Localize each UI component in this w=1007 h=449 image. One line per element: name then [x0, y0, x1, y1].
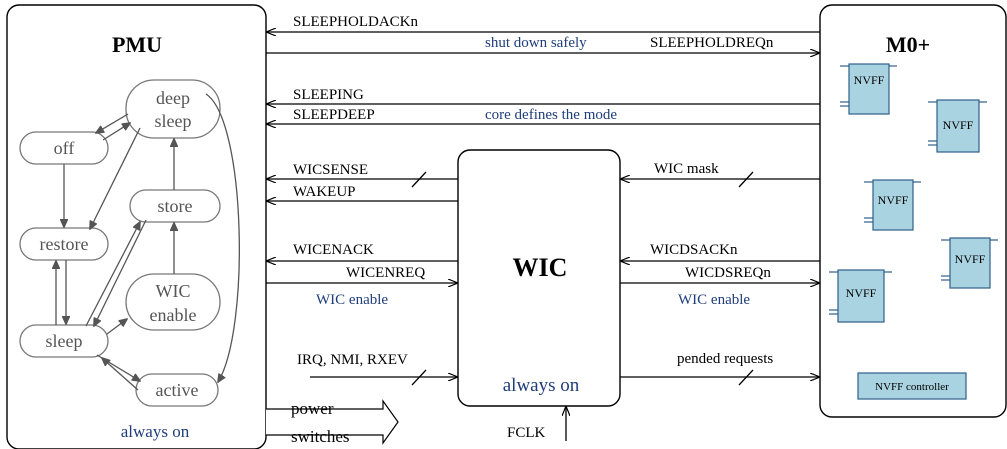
transition-deepsleep-to-active	[205, 93, 240, 382]
state-wic-enable-line2: enable	[150, 305, 197, 325]
wic-mask-label: WIC mask	[654, 161, 719, 177]
sleephold-signals: SLEEPHOLDACKn shut down safely SLEEPHOLD…	[266, 14, 820, 53]
transition-deepsleep-to-restore	[90, 127, 141, 229]
wakeup-label: WAKEUP	[293, 184, 356, 200]
transition-sleep-to-store	[85, 222, 140, 327]
nvff-cell: NVFF	[941, 237, 998, 289]
nvff-controller: NVFF controller	[857, 372, 967, 400]
nvff-label: NVFF	[846, 286, 877, 300]
state-deep-sleep-line2: sleep	[155, 111, 192, 131]
wicsense-label: WICSENSE	[293, 162, 368, 178]
core-defines-mode-label: core defines the mode	[485, 107, 617, 123]
wic-enable-left-label: WIC enable	[316, 292, 388, 308]
sleepholdackn-label: SLEEPHOLDACKn	[293, 14, 419, 30]
wic-always-on: always on	[503, 375, 580, 396]
transition-active-to-sleep	[102, 358, 139, 391]
irq-nmi-rxev-label: IRQ, NMI, RXEV	[297, 352, 408, 368]
state-wic-enable: WIC enable	[125, 273, 221, 331]
state-deep-sleep-line1: deep	[156, 88, 190, 108]
switches-label: switches	[291, 427, 350, 446]
state-transitions	[56, 93, 240, 391]
nvff-label: NVFF	[854, 73, 885, 87]
state-wic-enable-line1: WIC	[156, 281, 191, 301]
wic-to-pmu-signals: WICSENSE WAKEUP WICENACK WICENREQ WIC en…	[266, 162, 458, 308]
state-store-label: store	[158, 196, 193, 216]
state-off-label: off	[54, 138, 75, 158]
state-active-label: active	[156, 380, 199, 400]
pmu-box	[6, 4, 267, 449]
wic-title: WIC	[513, 253, 568, 282]
transition-deepsleep-to-off	[96, 113, 129, 133]
pended-requests-bus-slash	[738, 369, 754, 386]
nvff-cell: NVFF	[928, 99, 987, 153]
transition-store-to-sleep	[94, 219, 147, 326]
sleep-mode-signals: SLEEPING SLEEPDEEP core defines the mode	[267, 87, 820, 124]
sleepdeep-label: SLEEPDEEP	[293, 107, 375, 123]
nvff-label: NVFF	[955, 252, 986, 266]
nvff-cell: NVFF	[840, 63, 897, 115]
state-restore-label: restore	[40, 234, 89, 254]
state-deep-sleep: deep sleep	[125, 79, 221, 139]
m0plus-title: M0+	[886, 32, 930, 57]
nvff-label: NVFF	[878, 193, 909, 207]
wicenack-label: WICENACK	[293, 242, 374, 258]
nvff-label: NVFF	[943, 118, 974, 132]
pmu-block: PMU always on deep sleep off store resto…	[6, 4, 399, 449]
irq-bus-slash	[411, 369, 427, 386]
wic-enable-right-label: WIC enable	[678, 292, 750, 308]
wicenreq-label: WICENREQ	[346, 265, 425, 281]
wicdsreqn-label: WICDSREQn	[685, 265, 771, 281]
state-sleep-label: sleep	[46, 331, 83, 351]
transition-off-to-deepsleep	[102, 123, 130, 141]
wic-box	[457, 149, 621, 407]
nvff-cell: NVFF	[864, 179, 921, 231]
wicdsackn-label: WICDSACKn	[650, 242, 738, 258]
m0plus-block: M0+ NVFF NVFF NVFF NVFF	[819, 4, 1007, 418]
wic-mask-bus-slash	[738, 171, 754, 188]
m0-to-wic-signals: WIC mask WICDSACKn WICDSREQn WIC enable	[620, 161, 820, 308]
sleeping-label: SLEEPING	[293, 87, 364, 103]
interrupt-and-clock-signals: IRQ, NMI, RXEV pended requests FCLK	[297, 351, 819, 441]
nvff-cell: NVFF	[829, 269, 892, 323]
power-switches-arrow: power switches	[266, 399, 399, 446]
pmu-always-on: always on	[121, 422, 190, 441]
pmu-title: PMU	[112, 32, 162, 57]
state-restore: restore	[19, 227, 109, 261]
nvff-controller-label: NVFF controller	[875, 381, 949, 393]
transition-sleep-to-wicenable	[106, 319, 127, 335]
wicsense-bus-slash	[411, 171, 427, 188]
fclk-label: FCLK	[507, 425, 546, 441]
wic-block: WIC always on	[457, 149, 621, 407]
shut-down-safely-label: shut down safely	[485, 35, 587, 51]
pended-requests-label: pended requests	[677, 351, 773, 367]
state-off: off	[19, 131, 109, 165]
sleepholdreqn-label: SLEEPHOLDREQn	[650, 35, 774, 51]
state-store: store	[129, 189, 221, 223]
state-sleep: sleep	[19, 324, 109, 358]
power-label: power	[291, 399, 334, 418]
state-active: active	[135, 373, 219, 407]
